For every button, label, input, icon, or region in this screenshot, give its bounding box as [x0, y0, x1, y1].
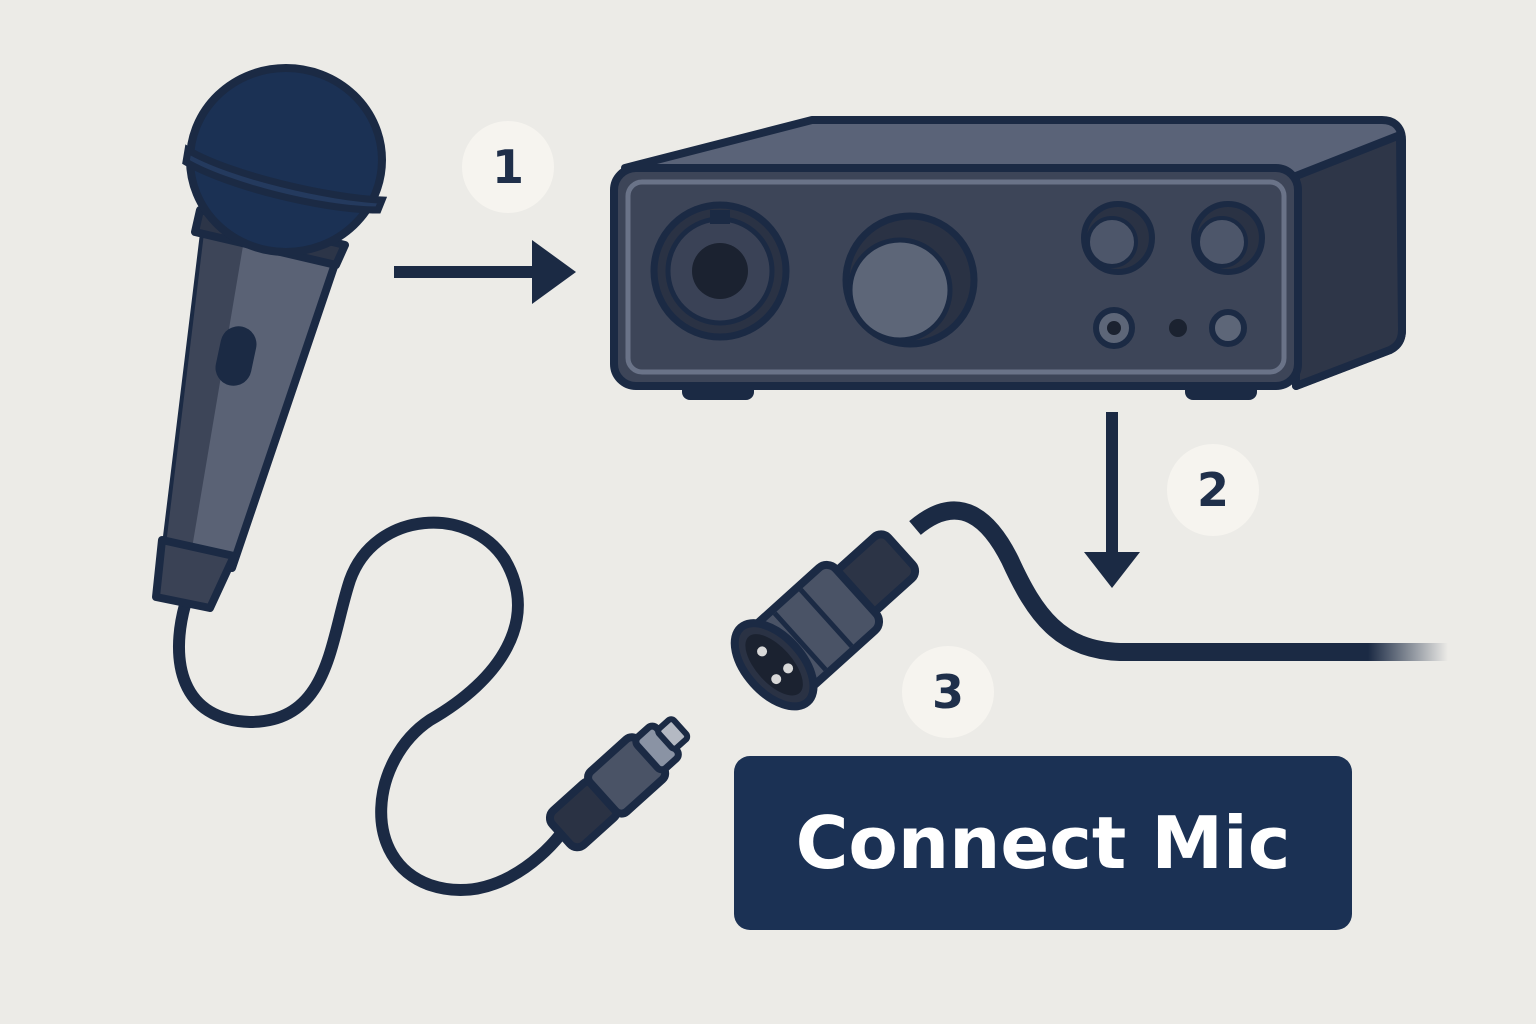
connect-mic-button[interactable]: Connect Mic — [734, 756, 1352, 930]
step-badge-3: 3 — [902, 646, 994, 738]
headphone-knob — [1191, 201, 1265, 275]
mic-cable — [173, 516, 566, 896]
audio-interface-icon — [610, 116, 1406, 400]
step-badge-2: 2 — [1167, 444, 1259, 536]
monitor-knob — [1081, 201, 1155, 275]
xlr-plug-icon — [545, 716, 691, 852]
handheld-microphone-icon — [152, 64, 388, 612]
gain-knob — [842, 212, 978, 348]
step-badge-1: 1 — [462, 121, 554, 213]
arrow-right-icon — [394, 240, 576, 304]
xlr-connector-icon — [730, 530, 920, 711]
xlr-cable — [909, 501, 1448, 661]
arrow-down-icon — [1084, 412, 1140, 588]
